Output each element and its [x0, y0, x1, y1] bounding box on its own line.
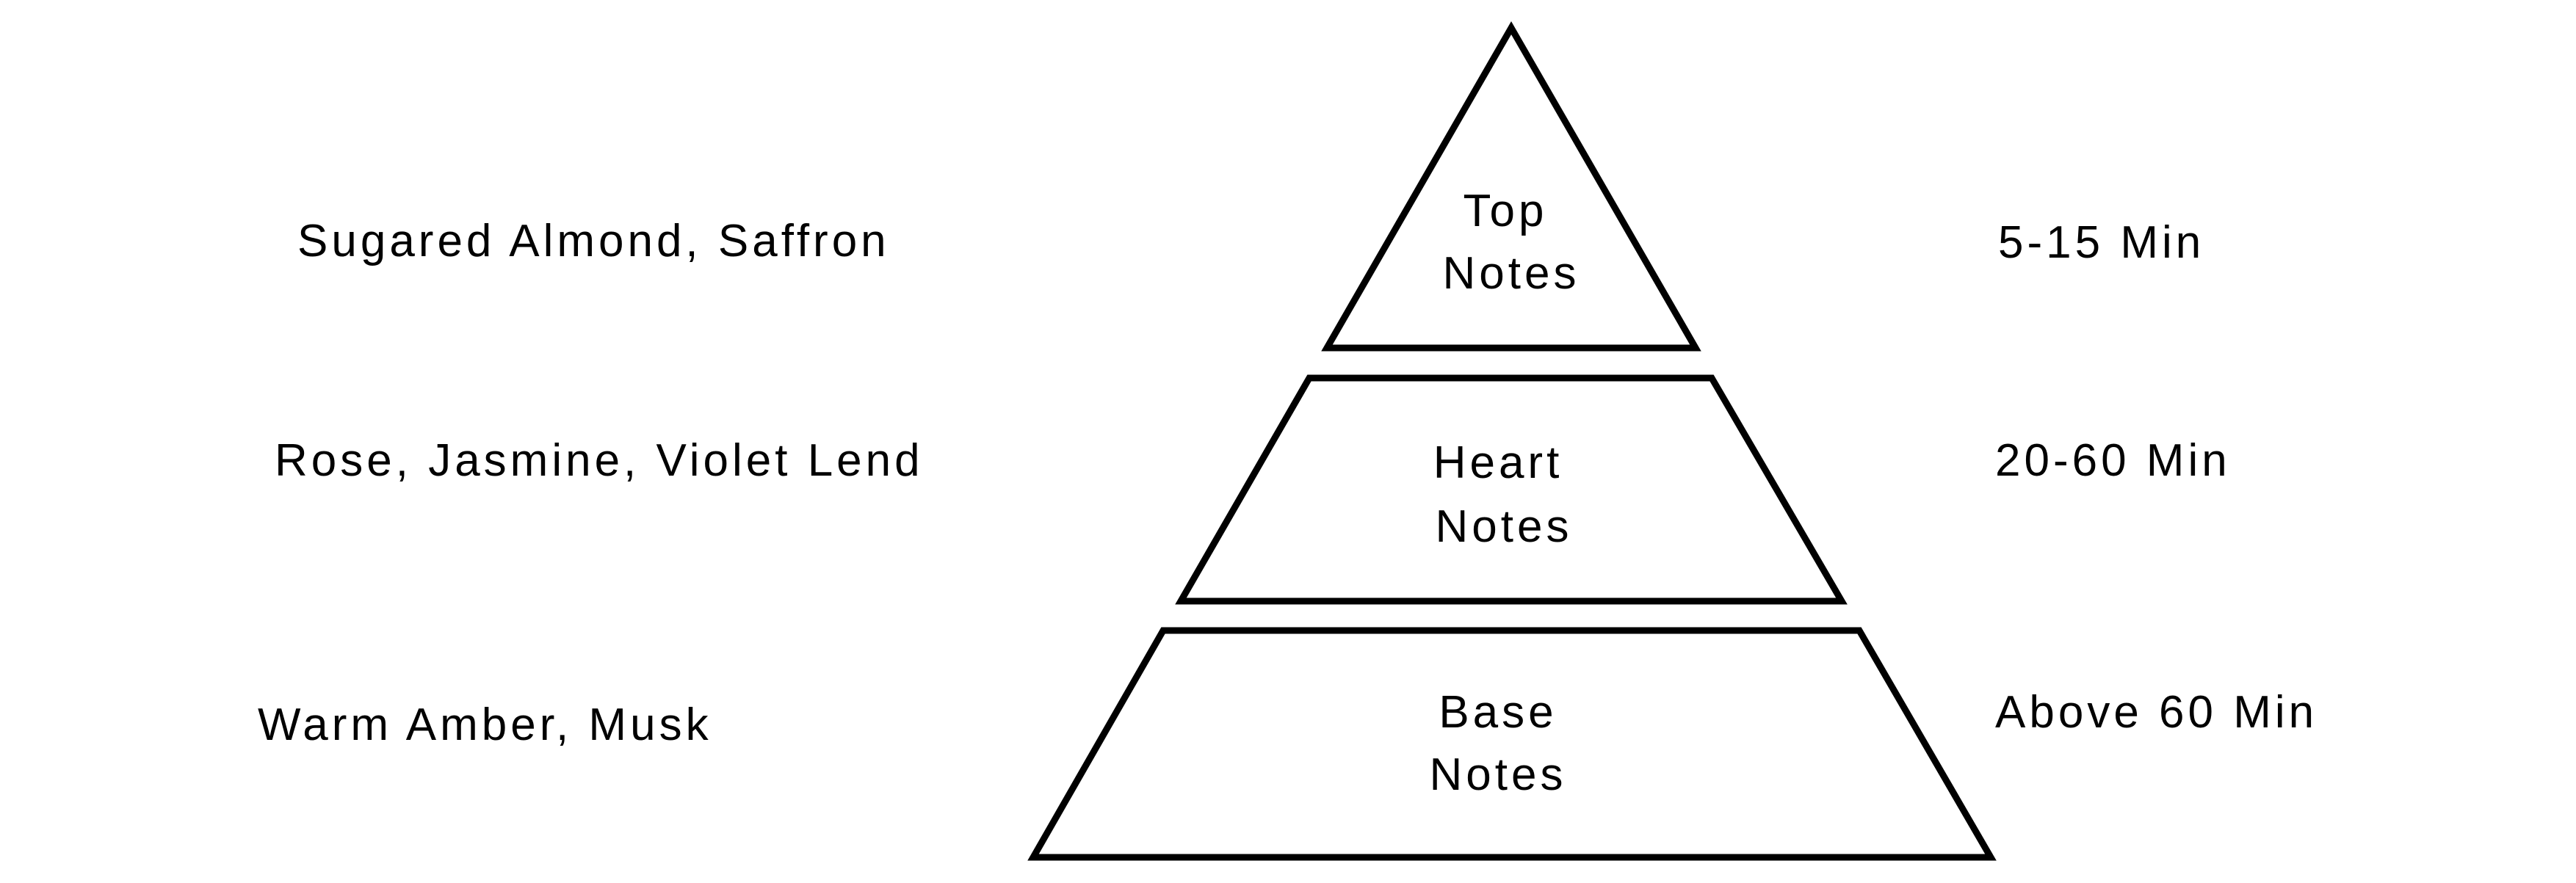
heart-notes-duration: 20-60 Min [1995, 435, 2231, 486]
top-notes-label-line2: Notes [1443, 248, 1580, 299]
top-notes-ingredients: Sugared Almond, Saffron [297, 216, 890, 266]
top-notes-label-line1: Top [1464, 186, 1548, 236]
heart-notes-label-line2: Notes [1436, 501, 1573, 552]
base-notes-label-line1: Base [1439, 687, 1557, 738]
heart-notes-ingredients: Rose, Jasmine, Violet Lend [275, 435, 924, 486]
top-notes-triangle [1321, 21, 1701, 352]
base-notes-duration: Above 60 Min [1995, 687, 2318, 738]
heart-notes-label-line1: Heart [1433, 437, 1563, 488]
heart-notes-trapezoid [1175, 374, 1848, 605]
top-notes-duration: 5-15 Min [1998, 217, 2204, 268]
base-notes-trapezoid [1027, 627, 1997, 861]
base-notes-ingredients: Warm Amber, Musk [258, 700, 712, 750]
base-notes-label-line2: Notes [1430, 749, 1567, 800]
